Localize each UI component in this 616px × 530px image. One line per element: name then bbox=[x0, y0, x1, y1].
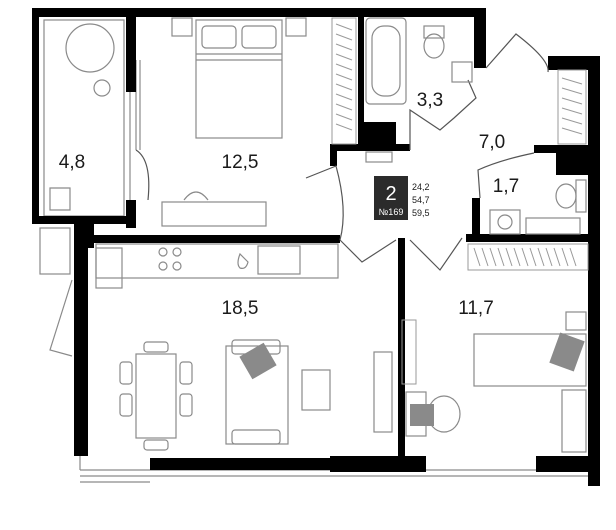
coffee-table bbox=[301, 369, 331, 411]
badge-area-living: 24,2 bbox=[412, 182, 430, 192]
area-hall: 7,0 bbox=[479, 132, 505, 153]
door-balcony bbox=[135, 149, 150, 201]
nightstand-bedroom2 bbox=[565, 311, 587, 331]
door-wc bbox=[477, 152, 535, 199]
sink-bath bbox=[451, 61, 473, 83]
wall-kitchen-left-lower bbox=[74, 356, 88, 456]
nightstand-left bbox=[171, 17, 193, 37]
chair-seat-bedroom2 bbox=[410, 404, 434, 426]
wardrobe-hatch bbox=[335, 23, 583, 267]
kitchen-furniture bbox=[95, 243, 393, 451]
sink-drop-icon bbox=[237, 252, 249, 269]
kitchen-sink bbox=[257, 245, 301, 275]
bedroom2-furniture bbox=[405, 311, 587, 453]
wall-wc-shaft bbox=[556, 145, 592, 175]
pillow-left bbox=[201, 25, 237, 49]
area-bedroom-second: 11,7 bbox=[458, 298, 494, 319]
plant-balcony bbox=[49, 187, 71, 211]
door-bedroom2 bbox=[409, 237, 463, 271]
wall-kitchen-top bbox=[94, 235, 340, 243]
wall-balcony-bedroom bbox=[126, 14, 136, 92]
shelf-bedroom2 bbox=[561, 389, 587, 453]
washer-wc bbox=[489, 209, 521, 235]
wall-bath-left bbox=[358, 14, 364, 144]
wall-top bbox=[32, 8, 484, 17]
double-bed bbox=[195, 19, 283, 139]
bathroom-fixtures bbox=[365, 17, 587, 235]
wall-kitchen-corner bbox=[74, 218, 94, 248]
nightstand-right bbox=[285, 17, 307, 37]
doors bbox=[135, 33, 549, 271]
area-wc: 1,7 bbox=[493, 176, 519, 197]
wall-bath-right bbox=[474, 8, 486, 68]
cushion bbox=[239, 342, 277, 380]
kitchen-counter bbox=[95, 243, 339, 279]
bedroom-furniture bbox=[49, 17, 307, 227]
toilet-bath bbox=[423, 33, 445, 59]
wall-wc-left bbox=[472, 198, 480, 236]
side-table-balcony bbox=[93, 79, 111, 97]
door-kitchen bbox=[339, 239, 397, 263]
toilet-wc-tank bbox=[575, 179, 587, 213]
radiator-bedroom2 bbox=[401, 319, 417, 385]
wall-right-top bbox=[548, 56, 592, 70]
tv-stand bbox=[373, 351, 393, 433]
area-balcony-top: 4,8 bbox=[59, 152, 85, 173]
apartment-badge: 2 №169 24,2 54,7 59,5 bbox=[374, 176, 430, 220]
bathtub bbox=[365, 17, 407, 105]
wall-bottom-left bbox=[150, 458, 330, 470]
badge-box bbox=[374, 176, 408, 220]
wardrobes bbox=[331, 17, 589, 385]
fridge bbox=[95, 247, 123, 289]
wall-balcony-bedroom-lower bbox=[126, 200, 136, 228]
door-bath bbox=[409, 79, 477, 150]
pillow-right bbox=[241, 25, 277, 49]
badge-area-total: 54,7 bbox=[412, 195, 430, 205]
armchair-balcony bbox=[65, 23, 115, 73]
bathtub-inner bbox=[371, 25, 401, 97]
washing-machine bbox=[365, 151, 393, 163]
dining-table bbox=[135, 353, 177, 439]
wardrobe-hall bbox=[557, 69, 587, 145]
wall-right bbox=[588, 56, 600, 486]
balcony-top-outline bbox=[37, 13, 131, 223]
wall-bath-shaft bbox=[362, 122, 396, 150]
area-bathroom: 3,3 bbox=[417, 90, 443, 111]
walls bbox=[32, 8, 600, 486]
toilet-wc bbox=[555, 183, 577, 209]
door-bedroom bbox=[305, 165, 344, 241]
single-bed bbox=[473, 333, 587, 387]
wardrobe-bedroom bbox=[331, 17, 357, 145]
wall-bottom-right bbox=[536, 456, 600, 472]
desk-bedroom bbox=[161, 201, 267, 227]
badge-area-with-balcony: 59,5 bbox=[412, 208, 430, 218]
badge-apartment-number: №169 bbox=[379, 207, 404, 217]
badge-rooms-count: 2 bbox=[385, 183, 396, 205]
pillow-bedroom2 bbox=[549, 332, 585, 372]
area-bedroom-master: 12,5 bbox=[222, 152, 259, 173]
wall-bedroom2-top bbox=[466, 234, 596, 242]
door-entrance bbox=[485, 33, 549, 73]
wall-bottom-mid bbox=[330, 456, 426, 472]
counter-wc bbox=[525, 217, 581, 235]
area-kitchen-living: 18,5 bbox=[222, 298, 259, 319]
chair-bedroom bbox=[183, 191, 209, 201]
wall-balcony-left bbox=[32, 8, 39, 224]
wall-hall-left bbox=[330, 144, 337, 166]
wall-kitchen-left bbox=[74, 218, 88, 368]
wardrobe-bedroom2 bbox=[467, 243, 589, 271]
balcony-top-inner bbox=[43, 19, 125, 217]
